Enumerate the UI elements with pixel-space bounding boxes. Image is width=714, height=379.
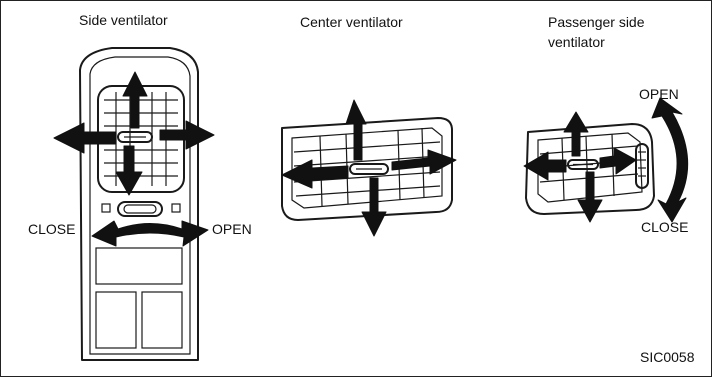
center-ventilator-title: Center ventilator bbox=[300, 14, 403, 30]
passenger-down-arrow bbox=[577, 171, 603, 223]
side-ventilator-title: Side ventilator bbox=[79, 12, 168, 28]
side-ventilator bbox=[53, 47, 215, 361]
figure-code: SIC0058 bbox=[640, 349, 695, 365]
side-close-open-arrow bbox=[91, 220, 209, 247]
side-left-arrow bbox=[53, 122, 117, 154]
center-right-arrow bbox=[391, 149, 457, 175]
passenger-ventilator-title-line2: ventilator bbox=[548, 34, 605, 50]
side-open-label: OPEN bbox=[212, 221, 252, 237]
passenger-open-close-arrow bbox=[651, 97, 689, 223]
passenger-right-arrow bbox=[599, 147, 637, 175]
passenger-up-arrow bbox=[563, 111, 589, 157]
passenger-close-label: CLOSE bbox=[641, 219, 689, 235]
side-right-arrow bbox=[159, 120, 215, 150]
side-down-arrow bbox=[115, 145, 143, 196]
passenger-left-arrow bbox=[523, 151, 567, 181]
passenger-ventilator bbox=[523, 97, 689, 223]
center-up-arrow bbox=[345, 99, 367, 161]
center-ventilator bbox=[281, 99, 457, 237]
center-down-arrow bbox=[361, 177, 387, 237]
center-left-arrow bbox=[281, 159, 349, 189]
side-up-arrow bbox=[122, 71, 148, 129]
side-close-label: CLOSE bbox=[28, 221, 76, 237]
passenger-open-label: OPEN bbox=[639, 86, 679, 102]
passenger-ventilator-title-line1: Passenger side bbox=[548, 14, 645, 30]
